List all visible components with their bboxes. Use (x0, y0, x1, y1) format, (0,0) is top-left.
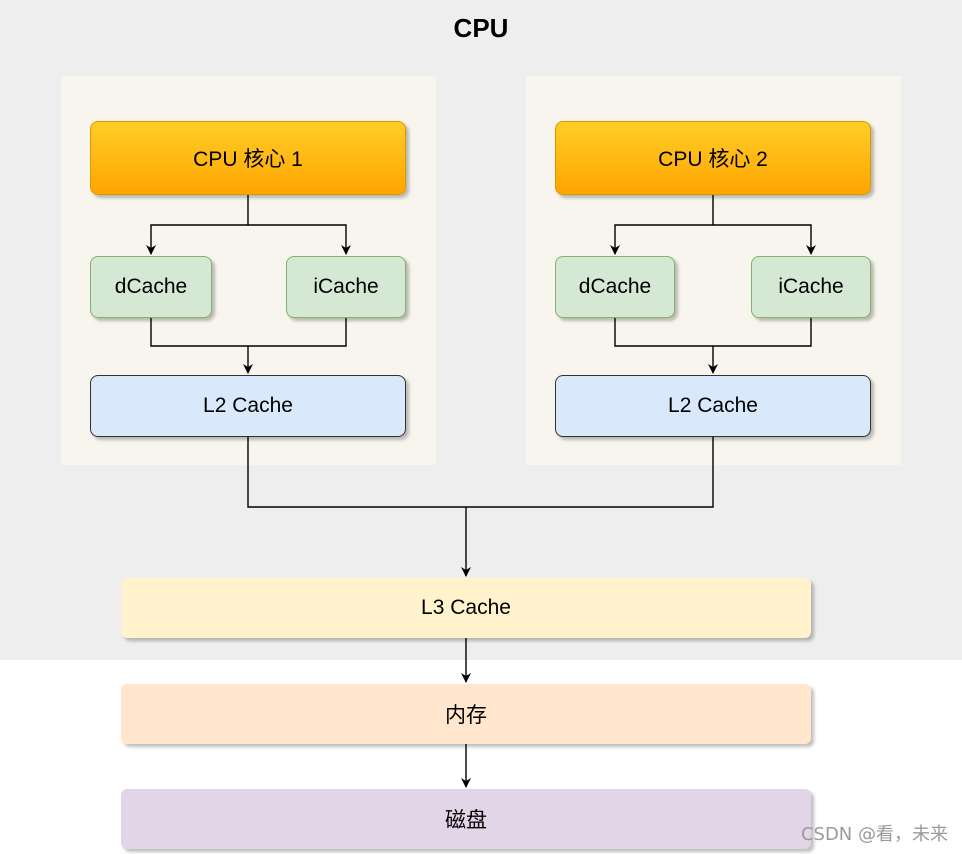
watermark: CSDN @看，未来 (800, 824, 948, 845)
dcache-core-2: dCache (555, 256, 675, 318)
l3-cache: L3 Cache (121, 578, 811, 638)
cpu-title: CPU (453, 13, 509, 43)
l2-cache-core-2: L2 Cache (555, 375, 871, 437)
disk-box: 磁盘 (121, 789, 811, 849)
memory-box: 内存 (121, 684, 811, 744)
icache-core-2: iCache (751, 256, 871, 318)
cpu-core-1: CPU 核心 1 (90, 121, 406, 195)
icache-core-1: iCache (286, 256, 406, 318)
l2-cache-core-1: L2 Cache (90, 375, 406, 437)
cpu-core-2: CPU 核心 2 (555, 121, 871, 195)
dcache-core-1: dCache (90, 256, 212, 318)
